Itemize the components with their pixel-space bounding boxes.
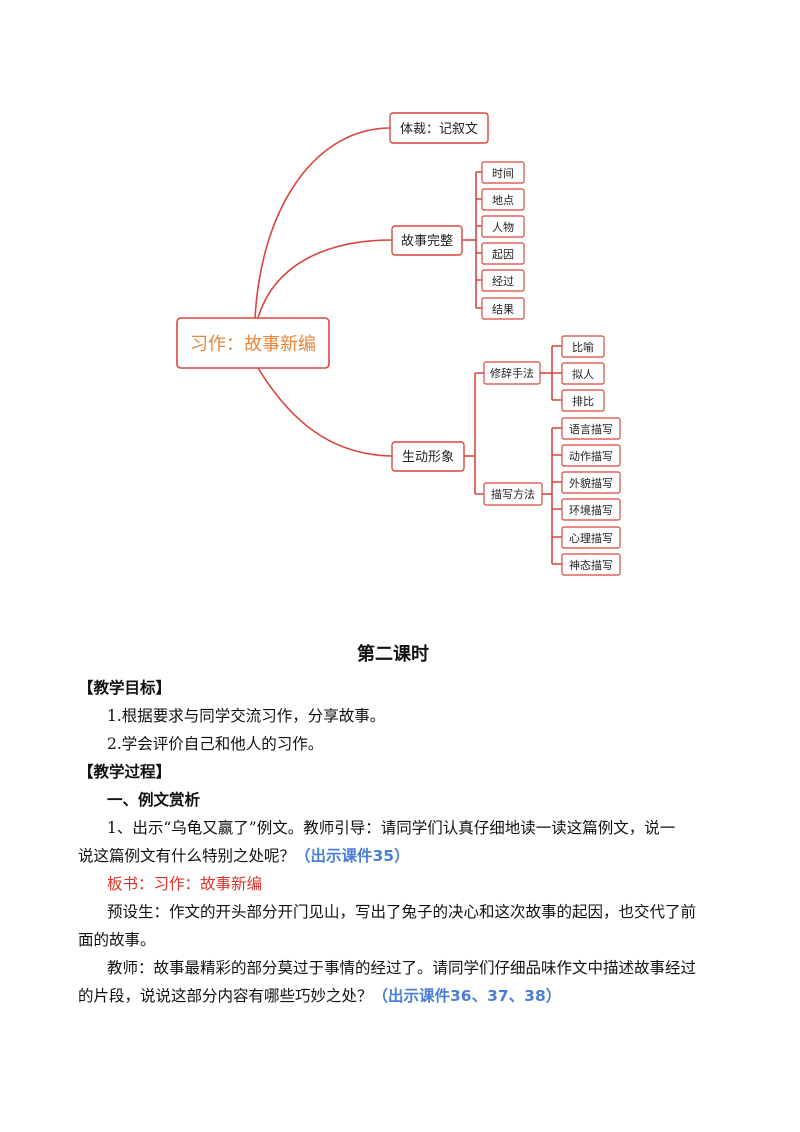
goal-1: 1.根据要求与同学交流习作，分享故事。: [107, 707, 386, 725]
board-note: 板书：习作：故事新编: [107, 875, 263, 893]
branch-label-vivid: 生动形象: [402, 450, 454, 465]
mind-map-root: 习作：故事新编: [176, 317, 330, 369]
mind-map-connectors: [254, 127, 562, 565]
courseware-ref-36-38: （出示课件36、37、38）: [372, 987, 562, 1005]
leaf-place: 地点: [492, 194, 514, 207]
leaf-process: 经过: [492, 275, 514, 288]
paragraph-1-text: 说这篇例文有什么特别之处呢？: [78, 847, 296, 865]
lesson-title: 第二课时: [357, 644, 429, 665]
paragraph-3-line-1: 教师：故事最精彩的部分莫过于事情的经过了。请同学们仔细品味作文中描述故事经过: [107, 959, 697, 977]
leaf-character: 人物: [492, 220, 514, 234]
leaf-personification: 拟人: [572, 367, 594, 381]
branch-label-genre: 体裁：记叙文: [400, 121, 478, 137]
courseware-ref-35: （出示课件35）: [295, 847, 410, 865]
mind-map-branch-vivid: 生动形象: [391, 441, 465, 472]
leaf-expression: 神态描写: [569, 558, 613, 572]
paragraph-1-line-1: 1、出示“乌龟又赢了”例文。教师引导：请同学们认真仔细地读一读这篇例文，说一: [107, 819, 676, 837]
mind-map: 习作：故事新编 体裁：记叙文 故事完整 生动形象 时间 地点 人物 起因 经过 …: [176, 112, 621, 576]
leaf-psychology: 心理描写: [569, 531, 613, 545]
leaf-language: 语言描写: [569, 422, 613, 436]
goal-2: 2.学会评价自己和他人的习作。: [107, 735, 324, 753]
leaf-environment: 环境描写: [569, 503, 613, 517]
paragraph-2-line-2: 面的故事。: [78, 931, 156, 949]
leaf-metaphor: 比喻: [572, 340, 594, 354]
complete-children: 时间 地点 人物 起因 经过 结果: [481, 161, 525, 320]
leaf-result: 结果: [492, 303, 514, 316]
leaf-cause: 起因: [492, 248, 514, 261]
leaf-appearance: 外貌描写: [569, 476, 613, 490]
leaf-action: 动作描写: [569, 449, 613, 463]
branch-label-complete: 故事完整: [401, 234, 453, 249]
mind-map-root-label: 习作：故事新编: [190, 334, 316, 355]
process-heading: 【教学过程】: [78, 763, 172, 781]
sub-rhetoric: 修辞手法: [490, 366, 534, 380]
section-1-heading: 一、例文赏析: [107, 791, 201, 809]
vivid-sub: 修辞手法 描写方法: [483, 361, 543, 506]
leaf-parallelism: 排比: [572, 394, 594, 408]
mind-map-branch-genre: 体裁：记叙文: [389, 112, 489, 144]
paragraph-1-line-2: 说这篇例文有什么特别之处呢？（出示课件35）: [78, 845, 410, 867]
rhetoric-children: 比喻 拟人 排比: [561, 335, 605, 412]
mind-map-branch-complete: 故事完整: [391, 225, 463, 256]
description-children: 语言描写 动作描写 外貌描写 环境描写 心理描写 神态描写: [561, 417, 621, 576]
leaf-time: 时间: [492, 167, 514, 180]
sub-description: 描写方法: [491, 487, 535, 501]
paragraph-3-line-2: 的片段，说说这部分内容有哪些巧妙之处？（出示课件36、37、38）: [78, 985, 561, 1007]
paragraph-3-text: 的片段，说说这部分内容有哪些巧妙之处？: [78, 987, 373, 1005]
paragraph-2-line-1: 预设生：作文的开头部分开门见山，写出了兔子的决心和这次故事的起因，也交代了前: [107, 903, 697, 921]
goals-heading: 【教学目标】: [78, 679, 172, 697]
